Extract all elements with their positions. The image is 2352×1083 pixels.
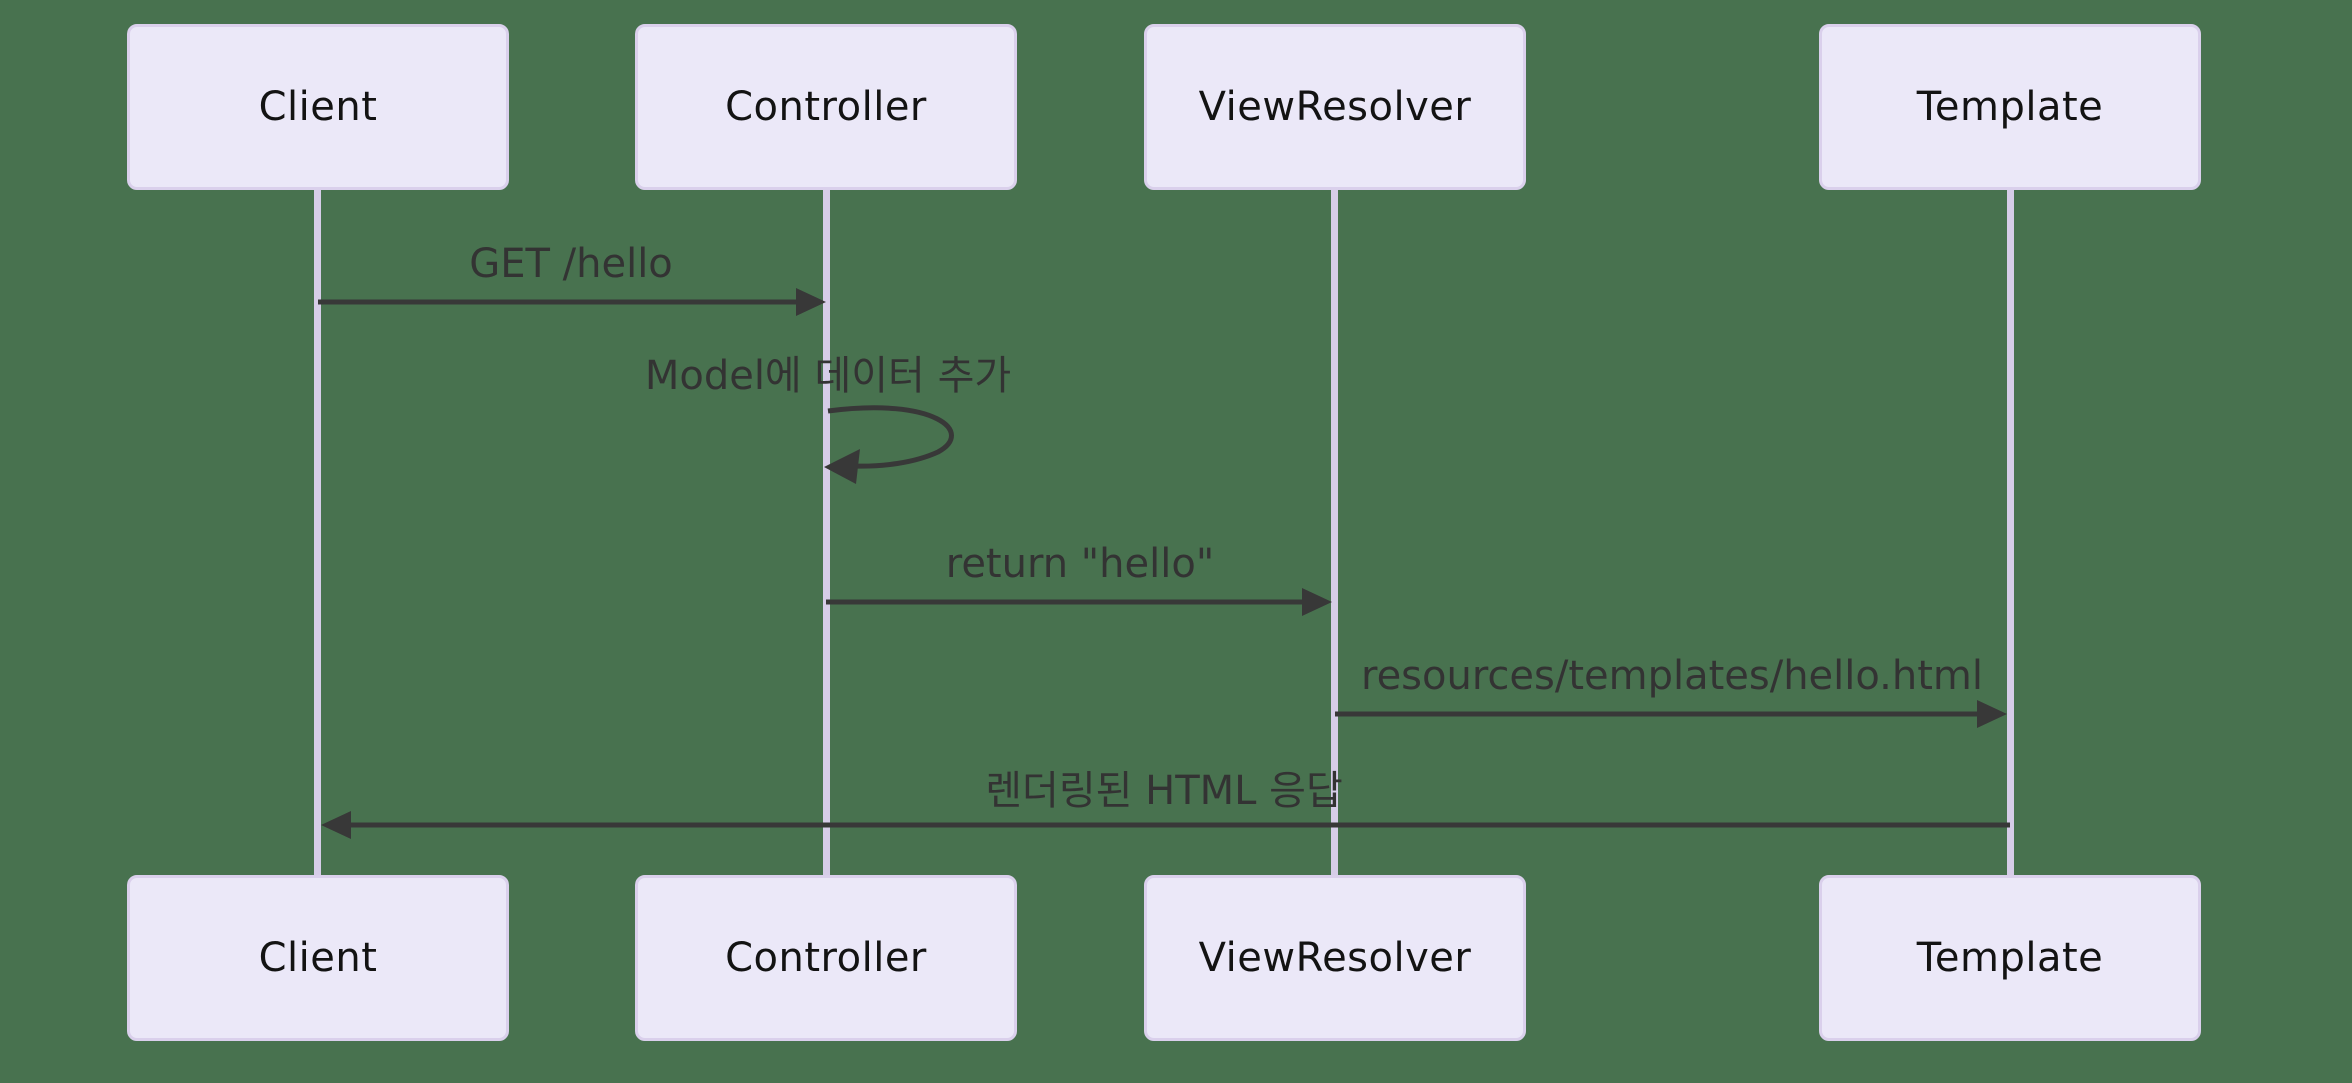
- message-label-rendered-html: 렌더링된 HTML 응답: [985, 768, 1343, 814]
- actor-bottom-viewresolver-label: ViewResolver: [1198, 935, 1472, 981]
- actor-bottom-client-label: Client: [258, 935, 378, 981]
- arrow-self-loop-model: [824, 405, 954, 484]
- actor-top-client-label: Client: [258, 84, 378, 130]
- actor-bottom-template-label: Template: [1916, 935, 2104, 981]
- actor-top-viewresolver: ViewResolver: [1144, 24, 1526, 190]
- lifeline-viewresolver: [1331, 190, 1338, 876]
- actor-top-viewresolver-label: ViewResolver: [1198, 84, 1472, 130]
- actor-bottom-controller-label: Controller: [725, 935, 927, 981]
- arrow-resources-template: [1335, 700, 2007, 728]
- message-label-return-hello: return "hello": [945, 541, 1215, 587]
- actor-bottom-viewresolver: ViewResolver: [1144, 875, 1526, 1041]
- arrow-rendered-html: [321, 811, 2010, 839]
- lifeline-client: [314, 190, 321, 876]
- actor-top-template-label: Template: [1916, 84, 2104, 130]
- actor-bottom-controller: Controller: [635, 875, 1017, 1041]
- actor-top-controller: Controller: [635, 24, 1017, 190]
- message-label-model-add-data: Model에 데이터 추가: [644, 353, 1012, 399]
- lifeline-controller: [823, 190, 830, 876]
- actor-top-controller-label: Controller: [725, 84, 927, 130]
- actor-bottom-template: Template: [1819, 875, 2201, 1041]
- actor-bottom-client: Client: [127, 875, 509, 1041]
- message-label-resources-template: resources/templates/hello.html: [1361, 653, 1983, 699]
- lifeline-template: [2007, 190, 2014, 876]
- actor-top-template: Template: [1819, 24, 2201, 190]
- actor-top-client: Client: [127, 24, 509, 190]
- arrow-get-hello: [318, 288, 826, 316]
- message-label-get-hello: GET /hello: [469, 241, 673, 287]
- arrow-return-hello: [826, 588, 1332, 616]
